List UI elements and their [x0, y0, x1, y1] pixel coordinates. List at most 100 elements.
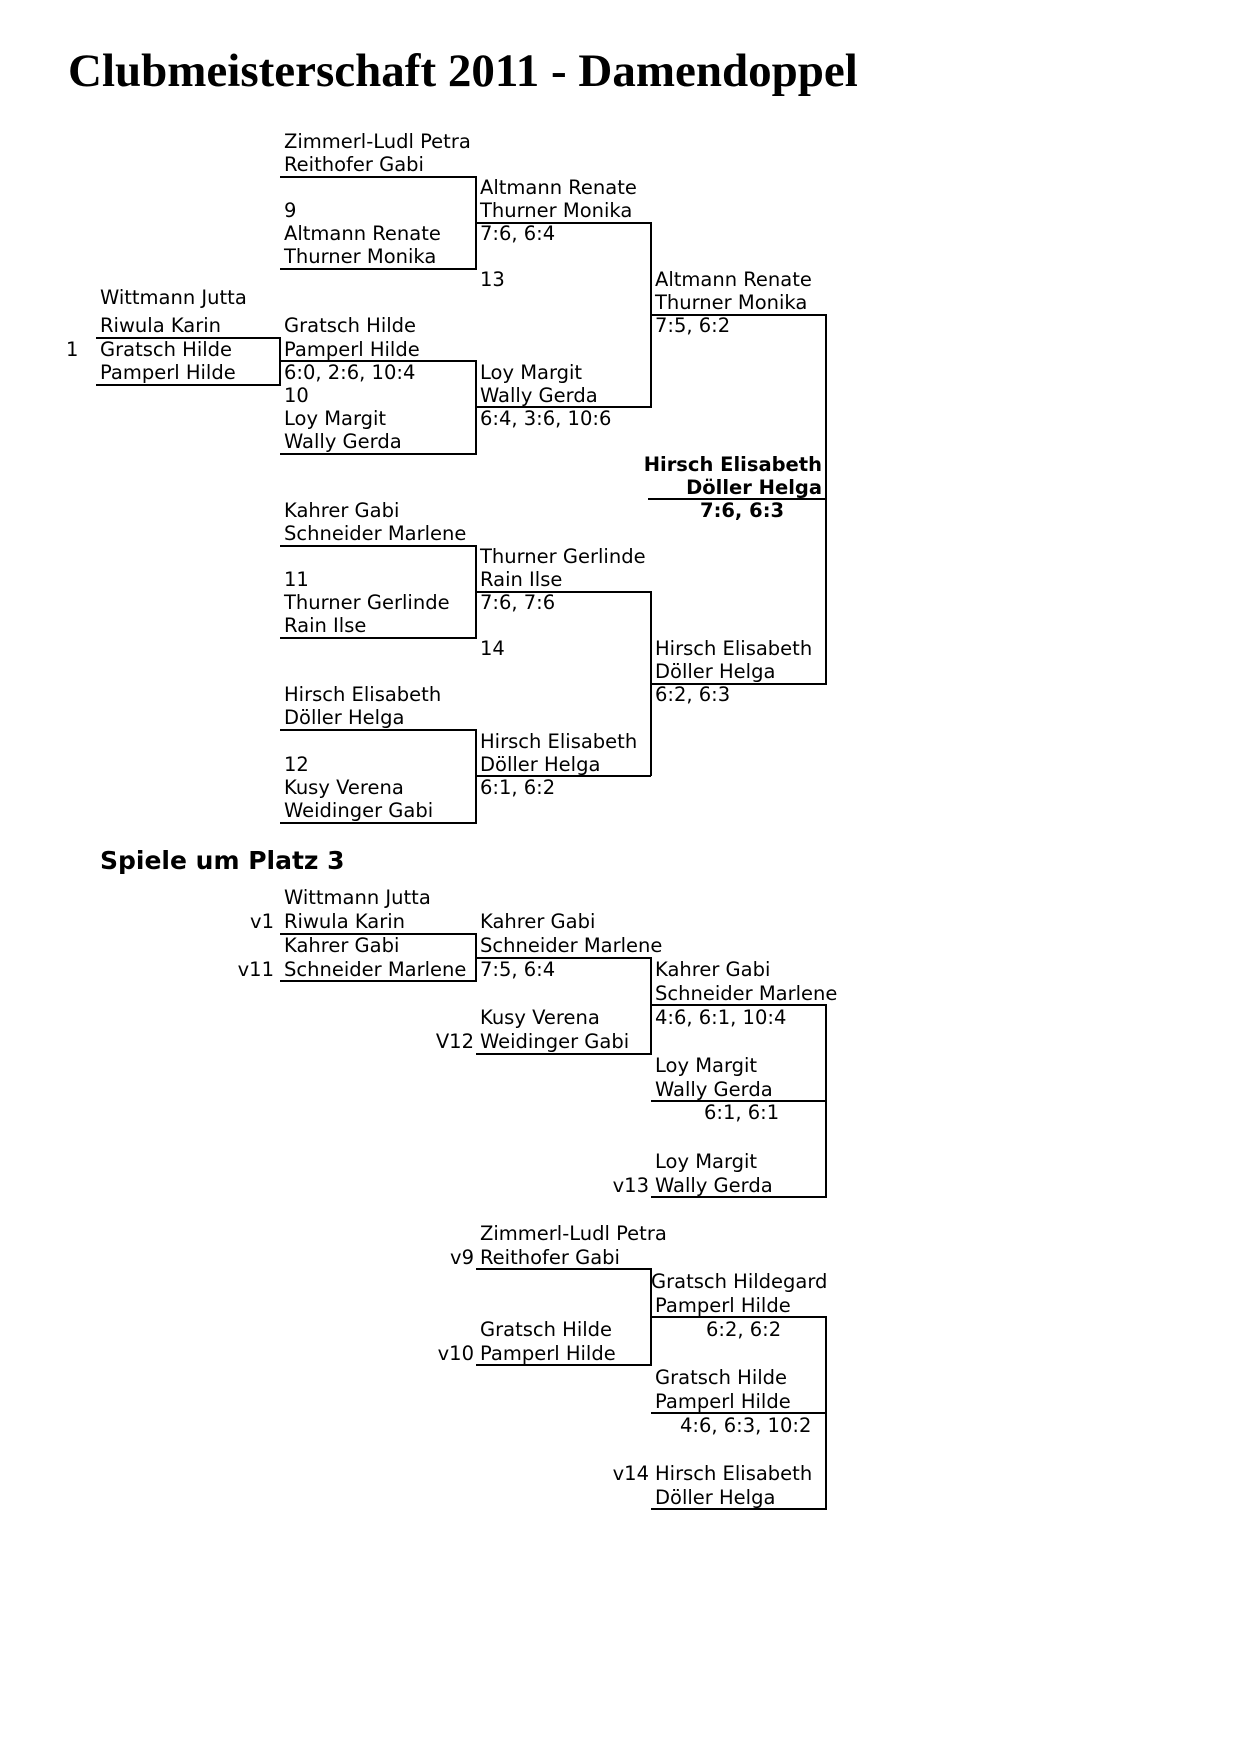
- final-score: 7:6, 6:3: [700, 499, 785, 522]
- match-score: 7:6, 7:6: [480, 591, 556, 614]
- bracket-connector: [650, 591, 652, 776]
- section-heading: Spiele um Platz 3: [100, 846, 345, 875]
- match-number: 14: [480, 637, 505, 660]
- match-score: 7:6, 6:4: [480, 222, 556, 245]
- match-score: 6:1, 6:1: [704, 1101, 780, 1124]
- match-score: 4:6, 6:1, 10:4: [655, 1006, 787, 1029]
- player-name: Reithofer Gabi: [284, 153, 424, 176]
- player-name: Kahrer Gabi: [480, 910, 596, 933]
- bracket-connector: [825, 1004, 827, 1198]
- bracket-line: [280, 637, 476, 639]
- player-name: Kusy Verena: [284, 776, 404, 799]
- player-name: Schneider Marlene: [480, 934, 663, 957]
- bracket-connector: [825, 1316, 827, 1510]
- player-name: Gratsch Hilde: [100, 338, 233, 361]
- player-name: Zimmerl-Ludl Petra: [480, 1222, 667, 1245]
- bracket-line: [651, 1316, 827, 1318]
- bracket-line: [651, 1412, 827, 1414]
- match-score: 7:5, 6:2: [655, 314, 731, 337]
- match-number: 1: [66, 338, 79, 361]
- player-name: Altmann Renate: [655, 268, 812, 291]
- player-name: Kahrer Gabi: [655, 958, 771, 981]
- page-title: Clubmeisterschaft 2011 - Damendoppel: [68, 45, 858, 97]
- match-number: 9: [284, 199, 297, 222]
- bracket-line: [476, 1053, 651, 1055]
- player-name: Hirsch Elisabeth: [655, 637, 813, 660]
- match-number: 13: [480, 268, 505, 291]
- player-name: Döller Helga: [655, 1486, 776, 1509]
- entry-label: v10: [437, 1342, 474, 1365]
- bracket-line: [280, 980, 476, 982]
- bracket-connector: [650, 957, 652, 1055]
- player-name: Thurner Monika: [284, 245, 437, 268]
- player-name: Pamperl Hilde: [100, 361, 236, 384]
- player-name: Thurner Gerlinde: [284, 591, 450, 614]
- player-name: Kusy Verena: [480, 1006, 600, 1029]
- player-name: Loy Margit: [655, 1150, 758, 1173]
- match-score: 6:2, 6:2: [706, 1318, 782, 1341]
- bracket-connector: [825, 314, 827, 684]
- player-name: Loy Margit: [655, 1054, 758, 1077]
- player-name: Weidinger Gabi: [284, 799, 434, 822]
- entry-label: v9: [450, 1246, 474, 1269]
- player-name: Döller Helga: [284, 706, 405, 729]
- bracket-line: [651, 1100, 827, 1102]
- player-name: Schneider Marlene: [284, 522, 467, 545]
- match-score: 6:2, 6:3: [655, 683, 731, 706]
- bracket-line: [476, 957, 651, 959]
- player-name: Wittmann Jutta: [100, 286, 247, 309]
- bracket-line: [651, 314, 827, 316]
- player-name: Hirsch Elisabeth: [655, 1462, 813, 1485]
- player-name: Loy Margit: [284, 407, 387, 430]
- champion-name: Hirsch Elisabeth: [643, 453, 822, 476]
- player-name: Riwula Karin: [100, 314, 222, 337]
- bracket-line: [651, 1508, 827, 1510]
- match-number: 12: [284, 753, 309, 776]
- entry-label: v13: [612, 1174, 649, 1197]
- player-name: Wittmann Jutta: [284, 886, 431, 909]
- bracket-line: [280, 822, 476, 824]
- match-score: 6:0, 2:6, 10:4: [284, 361, 416, 384]
- player-name: Gratsch Hildegard: [651, 1270, 828, 1293]
- match-number: 10: [284, 384, 309, 407]
- player-name: Weidinger Gabi: [480, 1030, 630, 1053]
- bracket-line: [96, 384, 280, 386]
- bracket-line: [476, 775, 651, 777]
- player-name: Gratsch Hilde: [284, 314, 417, 337]
- player-name: Döller Helga: [655, 660, 776, 683]
- match-score: 7:5, 6:4: [480, 958, 556, 981]
- bracket-line: [476, 1364, 651, 1366]
- champion-name: Döller Helga: [686, 476, 822, 499]
- player-name: Loy Margit: [480, 361, 583, 384]
- player-name: Thurner Monika: [480, 199, 633, 222]
- player-name: Rain Ilse: [284, 614, 367, 637]
- entry-label: V12: [435, 1030, 474, 1053]
- player-name: Wally Gerda: [480, 384, 598, 407]
- bracket-line: [651, 1196, 827, 1198]
- player-name: Pamperl Hilde: [480, 1342, 616, 1365]
- player-name: Thurner Gerlinde: [480, 545, 646, 568]
- player-name: Gratsch Hilde: [480, 1318, 613, 1341]
- bracket-line: [280, 453, 476, 455]
- bracket-line: [280, 545, 476, 547]
- entry-label: v14: [612, 1462, 649, 1485]
- bracket-line: [651, 1004, 827, 1006]
- entry-label: v1: [250, 910, 274, 933]
- match-score: 4:6, 6:3, 10:2: [680, 1414, 812, 1437]
- player-name: Kahrer Gabi: [284, 934, 400, 957]
- player-name: Hirsch Elisabeth: [480, 730, 638, 753]
- entry-label: v11: [237, 958, 274, 981]
- bracket-line: [280, 176, 476, 178]
- bracket-line: [476, 406, 651, 408]
- bracket-line: [280, 729, 476, 731]
- player-name: Pamperl Hilde: [655, 1390, 791, 1413]
- bracket-line: [648, 498, 827, 500]
- bracket-line: [96, 337, 280, 339]
- bracket-line: [280, 360, 476, 362]
- player-name: Döller Helga: [480, 753, 601, 776]
- player-name: Wally Gerda: [655, 1174, 773, 1197]
- player-name: Wally Gerda: [284, 430, 402, 453]
- player-name: Schneider Marlene: [655, 982, 838, 1005]
- player-name: Wally Gerda: [655, 1078, 773, 1101]
- bracket-line: [280, 933, 476, 935]
